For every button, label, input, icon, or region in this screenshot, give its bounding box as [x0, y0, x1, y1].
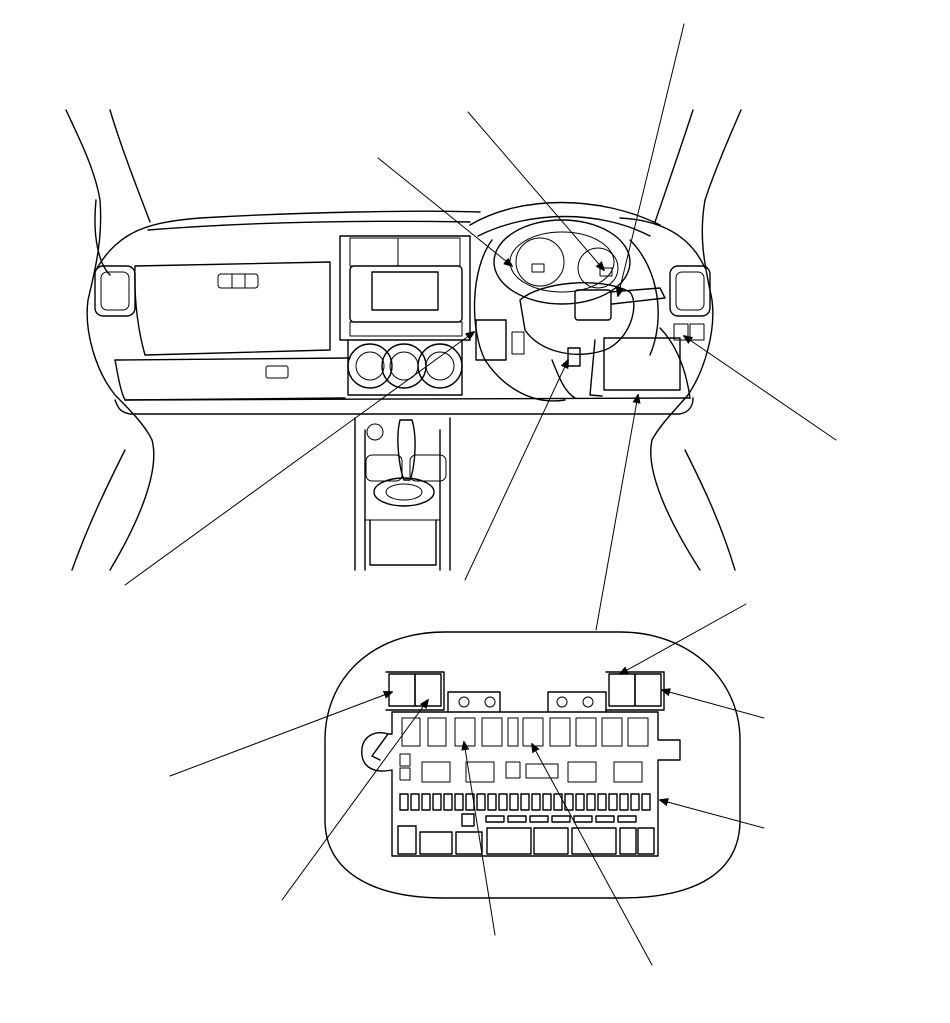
- leader-line: [464, 360, 568, 581]
- leader-line: [620, 603, 747, 674]
- leader-line: [660, 800, 765, 829]
- leader-line: [377, 157, 512, 266]
- leader-line: [532, 744, 653, 966]
- leader-line: [281, 700, 428, 901]
- leader-line: [662, 690, 765, 719]
- leader-line: [467, 111, 604, 270]
- leader-line: [684, 336, 837, 441]
- leader-line: [169, 692, 392, 777]
- leader-line: [618, 23, 685, 296]
- leader-line: [464, 742, 496, 936]
- leader-line: [595, 395, 638, 631]
- leader-line: [124, 332, 474, 586]
- callout-leaders: [124, 23, 837, 966]
- fuse-box-illustration: [324, 631, 741, 899]
